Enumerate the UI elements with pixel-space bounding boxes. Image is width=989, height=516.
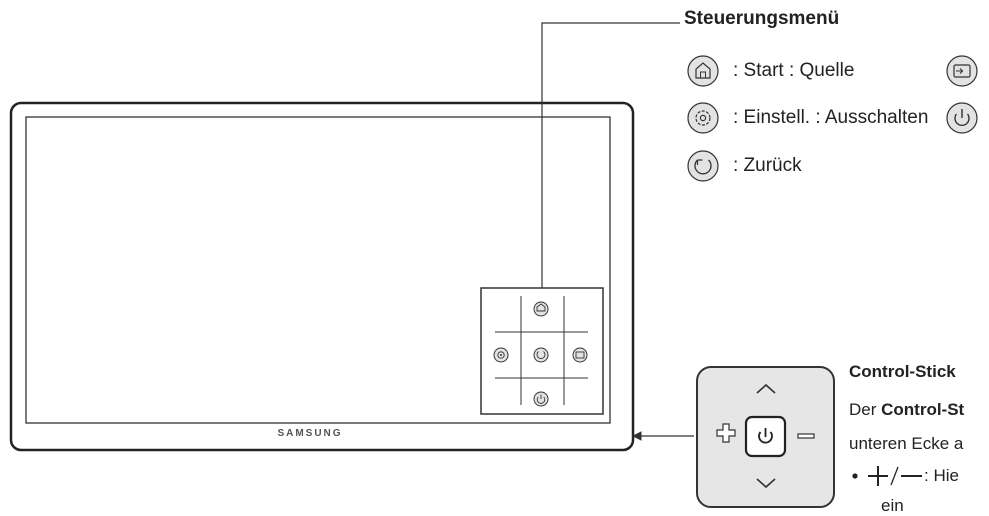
source-icon <box>946 55 978 87</box>
box-power-icon <box>533 391 549 407</box>
menu-leader-line <box>541 22 680 288</box>
box-source-icon <box>572 347 588 363</box>
power-icon <box>946 102 978 134</box>
stick-minus-icon <box>797 433 815 439</box>
control-stick-line-2: unteren Ecke a <box>849 434 964 453</box>
box-return-icon <box>533 347 549 363</box>
stick-chevron-down-icon <box>756 478 776 489</box>
control-stick-title: Control-Stick <box>849 362 956 381</box>
stick-chevron-up-icon <box>756 383 776 394</box>
line-1-prefix: Der <box>849 400 882 419</box>
control-stick-line-4: ein <box>881 496 904 515</box>
home-icon <box>687 55 719 87</box>
brand-logo: SAMSUNG <box>277 428 343 439</box>
return-icon <box>687 150 719 182</box>
bullet-dot <box>852 473 858 479</box>
gear-icon <box>687 102 719 134</box>
menu-row-home-source: : Start : Quelle <box>733 60 855 81</box>
control-stick-line-1: Der Control-St <box>849 400 964 420</box>
menu-title: Steuerungsmenü <box>684 8 840 29</box>
stick-power-icon <box>758 428 773 444</box>
stick-plus-icon <box>716 423 736 443</box>
tv-monitor <box>9 101 635 452</box>
line-1-bold: Control-St <box>881 400 965 419</box>
plus-minus-symbol <box>868 466 922 486</box>
menu-row-settings-power: : Einstell. : Ausschalten <box>733 107 929 128</box>
box-home-icon <box>533 301 549 317</box>
menu-row-back: : Zurück <box>733 155 802 176</box>
control-stick-line-3: : Hie <box>924 466 959 485</box>
box-gear-icon <box>493 347 509 363</box>
